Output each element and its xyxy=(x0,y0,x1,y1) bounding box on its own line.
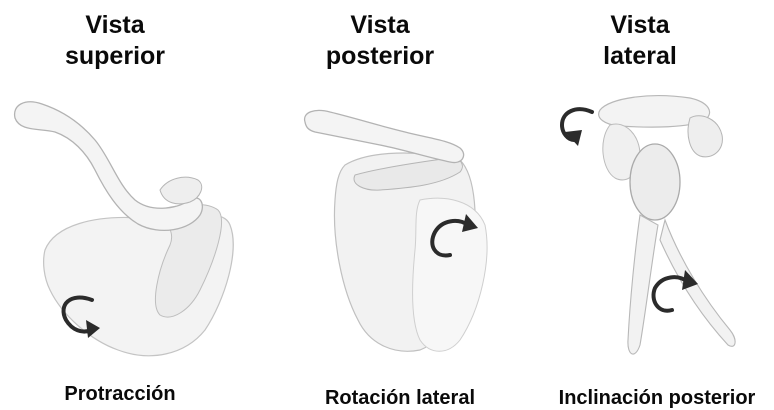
glenoid-shape xyxy=(630,144,680,220)
panel-lateral-view: Vista lateral Inclinación posterior xyxy=(540,0,774,409)
clavicle-shape xyxy=(15,102,203,231)
panel-posterior-view: Vista posterior Rotación lateral xyxy=(270,0,520,409)
scapula-shape xyxy=(628,215,658,354)
panel-superior-view: Vista superior Protracción xyxy=(0,0,250,409)
clavicle-scapula-posterior-illustration xyxy=(270,0,520,409)
clavicle-scapula-superior-illustration xyxy=(0,0,250,409)
panel-caption: Inclinación posterior xyxy=(540,386,774,410)
clavicle-scapula-lateral-illustration xyxy=(540,0,774,409)
acromion-shape xyxy=(688,116,722,157)
curved-arrow-icon xyxy=(562,109,592,146)
panel-caption: Protracción xyxy=(30,382,210,406)
scapula-back-layer xyxy=(660,220,735,346)
panel-caption: Rotación lateral xyxy=(300,386,500,410)
